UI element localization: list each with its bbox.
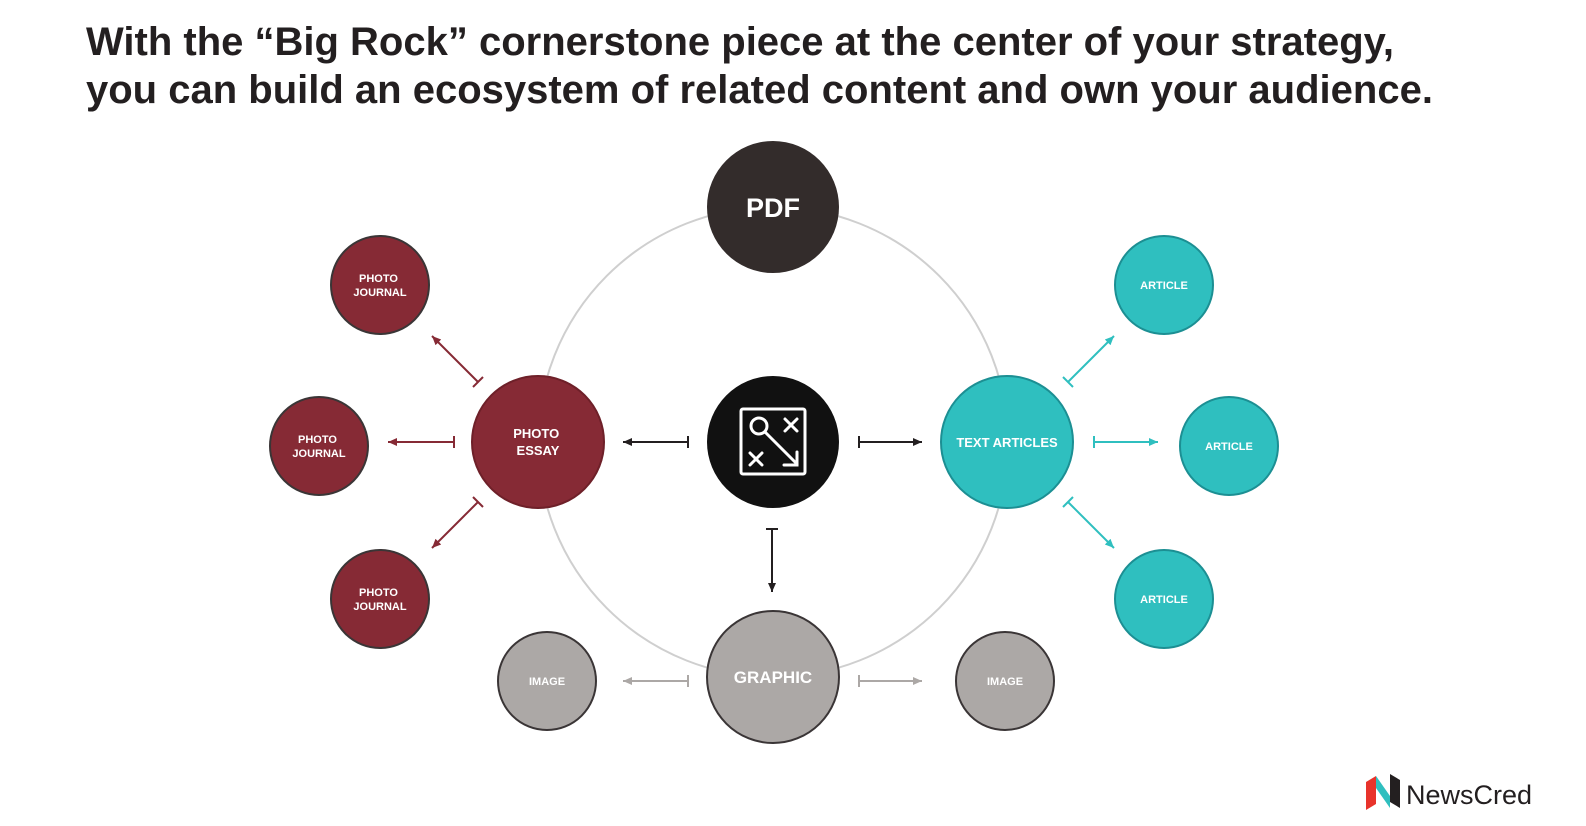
headline: With the “Big Rock” cornerstone piece at…	[86, 18, 1526, 114]
node-image-left: IMAGE	[497, 631, 597, 731]
text-articles-connectors	[1062, 335, 1158, 549]
arrow-text-articles-to-article-top	[1067, 335, 1115, 383]
node-article-top-label: ARTICLE	[1140, 280, 1188, 292]
arrow-photo-essay-to-journal-top	[431, 335, 479, 383]
node-article-bottom-label: ARTICLE	[1140, 594, 1188, 606]
node-article-mid-label: ARTICLE	[1205, 441, 1253, 453]
node-photo-journal-mid-label: PHOTO JOURNAL	[292, 434, 345, 460]
node-text-articles-label: TEXT ARTICLES	[956, 435, 1058, 450]
node-pdf-label: PDF	[746, 193, 800, 223]
brand-name: NewsCred	[1406, 780, 1533, 810]
node-article-bottom: ARTICLE	[1114, 549, 1214, 649]
node-photo-essay-label: PHOTO ESSAY	[513, 426, 563, 458]
node-article-mid: ARTICLE	[1179, 396, 1279, 496]
node-pdf: PDF	[707, 141, 839, 273]
node-photo-journal-bottom: PHOTO JOURNAL	[330, 549, 430, 649]
node-image-left-label: IMAGE	[529, 676, 565, 688]
headline-line-2: you can build an ecosystem of related co…	[86, 68, 1433, 112]
node-text-articles: TEXT ARTICLES	[940, 375, 1074, 509]
headline-line-1: With the “Big Rock” cornerstone piece at…	[86, 20, 1395, 64]
newscred-logo-icon	[1366, 774, 1400, 810]
node-article-top: ARTICLE	[1114, 235, 1214, 335]
node-photo-journal-mid: PHOTO JOURNAL	[269, 396, 369, 496]
node-center-strategy	[707, 376, 839, 508]
strategy-playbook-icon	[739, 407, 807, 476]
node-photo-journal-bottom-label: PHOTO JOURNAL	[353, 587, 406, 613]
center-connectors	[623, 436, 922, 592]
node-image-right-label: IMAGE	[987, 676, 1023, 688]
arrow-photo-essay-to-journal-bottom	[431, 501, 479, 549]
arrow-text-articles-to-article-bottom	[1067, 501, 1115, 549]
node-photo-essay: PHOTO ESSAY	[471, 375, 605, 509]
graphic-connectors	[623, 675, 922, 687]
node-photo-journal-top-label: PHOTO JOURNAL	[353, 273, 406, 299]
node-graphic-label: GRAPHIC	[734, 668, 812, 687]
node-photo-journal-top: PHOTO JOURNAL	[330, 235, 430, 335]
node-image-right: IMAGE	[955, 631, 1055, 731]
node-graphic: GRAPHIC	[706, 610, 840, 744]
photo-essay-connectors	[388, 335, 484, 549]
